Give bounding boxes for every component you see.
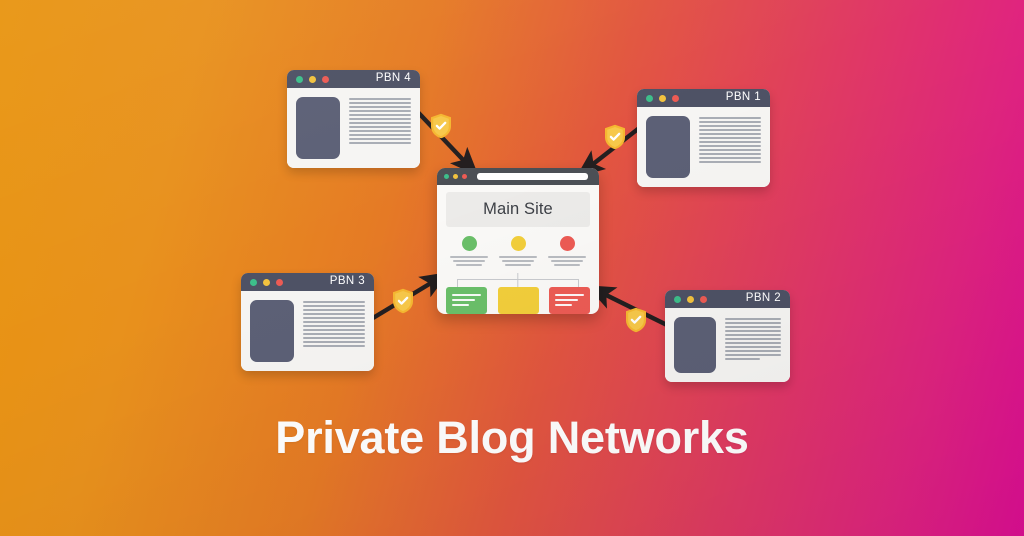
pbn2-content [665, 308, 790, 382]
pbn1-content [637, 107, 770, 187]
main-site-content: Main Site [437, 185, 599, 314]
pbn3-thumbnail [250, 300, 294, 362]
pbn3-text-lines [303, 300, 365, 362]
feature-circle-green-icon [461, 236, 477, 251]
feature-column-1 [450, 236, 488, 266]
window-control-dots [444, 174, 467, 179]
address-bar[interactable] [477, 173, 588, 180]
pbn4-text-lines [349, 97, 411, 159]
pbn-window-pbn4[interactable]: PBN 4 [287, 70, 420, 168]
pbn1-thumbnail [646, 116, 690, 178]
feature-lines [450, 256, 488, 266]
dot-red-icon [700, 295, 707, 303]
shield-check-icon-pbn4 [430, 113, 452, 139]
pbn-window-pbn1[interactable]: PBN 1 [637, 89, 770, 187]
feature-circle-yellow-icon [510, 236, 526, 251]
dot-red-icon [462, 174, 467, 179]
pbn3-content [241, 291, 374, 371]
main-site-title: Main Site [483, 200, 553, 219]
dot-green-icon [674, 295, 681, 303]
dot-yellow-icon [263, 278, 270, 286]
sitemap-connector [446, 272, 590, 287]
dot-yellow-icon [659, 94, 666, 102]
shield-check-icon-pbn1 [604, 124, 626, 150]
feature-lines [499, 256, 537, 266]
content-card-red[interactable] [549, 286, 590, 314]
shield-check-icon-pbn3 [392, 288, 414, 314]
dot-yellow-icon [687, 295, 694, 303]
page-title: Private Blog Networks [275, 412, 749, 463]
main-site-hero: Main Site [446, 192, 590, 227]
window-control-dots [250, 278, 283, 286]
content-card-green[interactable] [446, 286, 487, 314]
dot-red-icon [672, 94, 679, 102]
dot-green-icon [250, 278, 257, 286]
feature-column-2 [499, 236, 537, 266]
window-control-dots [296, 75, 329, 83]
shield-check-icon-pbn2 [625, 307, 647, 333]
main-site-card-row [446, 286, 590, 314]
main-site-feature-row [446, 236, 590, 266]
pbn4-content [287, 88, 420, 168]
main-site-window[interactable]: Main Site [437, 168, 599, 314]
main-site-titlebar [437, 168, 599, 185]
pbn3-titlebar: PBN 3 [241, 273, 374, 291]
dot-green-icon [444, 174, 449, 179]
window-control-dots [674, 295, 707, 303]
dot-green-icon [296, 75, 303, 83]
feature-circle-red-icon [559, 236, 575, 251]
pbn2-text-lines [725, 317, 781, 373]
dot-red-icon [322, 75, 329, 83]
pbn2-titlebar: PBN 2 [665, 290, 790, 308]
dot-yellow-icon [453, 174, 458, 179]
pbn2-thumbnail [674, 317, 716, 373]
pbn4-titlebar: PBN 4 [287, 70, 420, 88]
pbn1-title: PBN 1 [725, 91, 761, 104]
pbn4-thumbnail [296, 97, 340, 159]
dot-green-icon [646, 94, 653, 102]
dot-red-icon [276, 278, 283, 286]
dot-yellow-icon [309, 75, 316, 83]
window-control-dots [646, 94, 679, 102]
pbn-window-pbn3[interactable]: PBN 3 [241, 273, 374, 371]
pbn-window-pbn2[interactable]: PBN 2 [665, 290, 790, 382]
feature-lines [548, 256, 586, 266]
pbn4-title: PBN 4 [375, 72, 411, 85]
pbn1-titlebar: PBN 1 [637, 89, 770, 107]
content-card-yellow[interactable] [497, 286, 539, 314]
pbn2-title: PBN 2 [745, 292, 781, 305]
pbn1-text-lines [699, 116, 761, 178]
feature-column-3 [548, 236, 586, 266]
pbn3-title: PBN 3 [329, 275, 365, 288]
